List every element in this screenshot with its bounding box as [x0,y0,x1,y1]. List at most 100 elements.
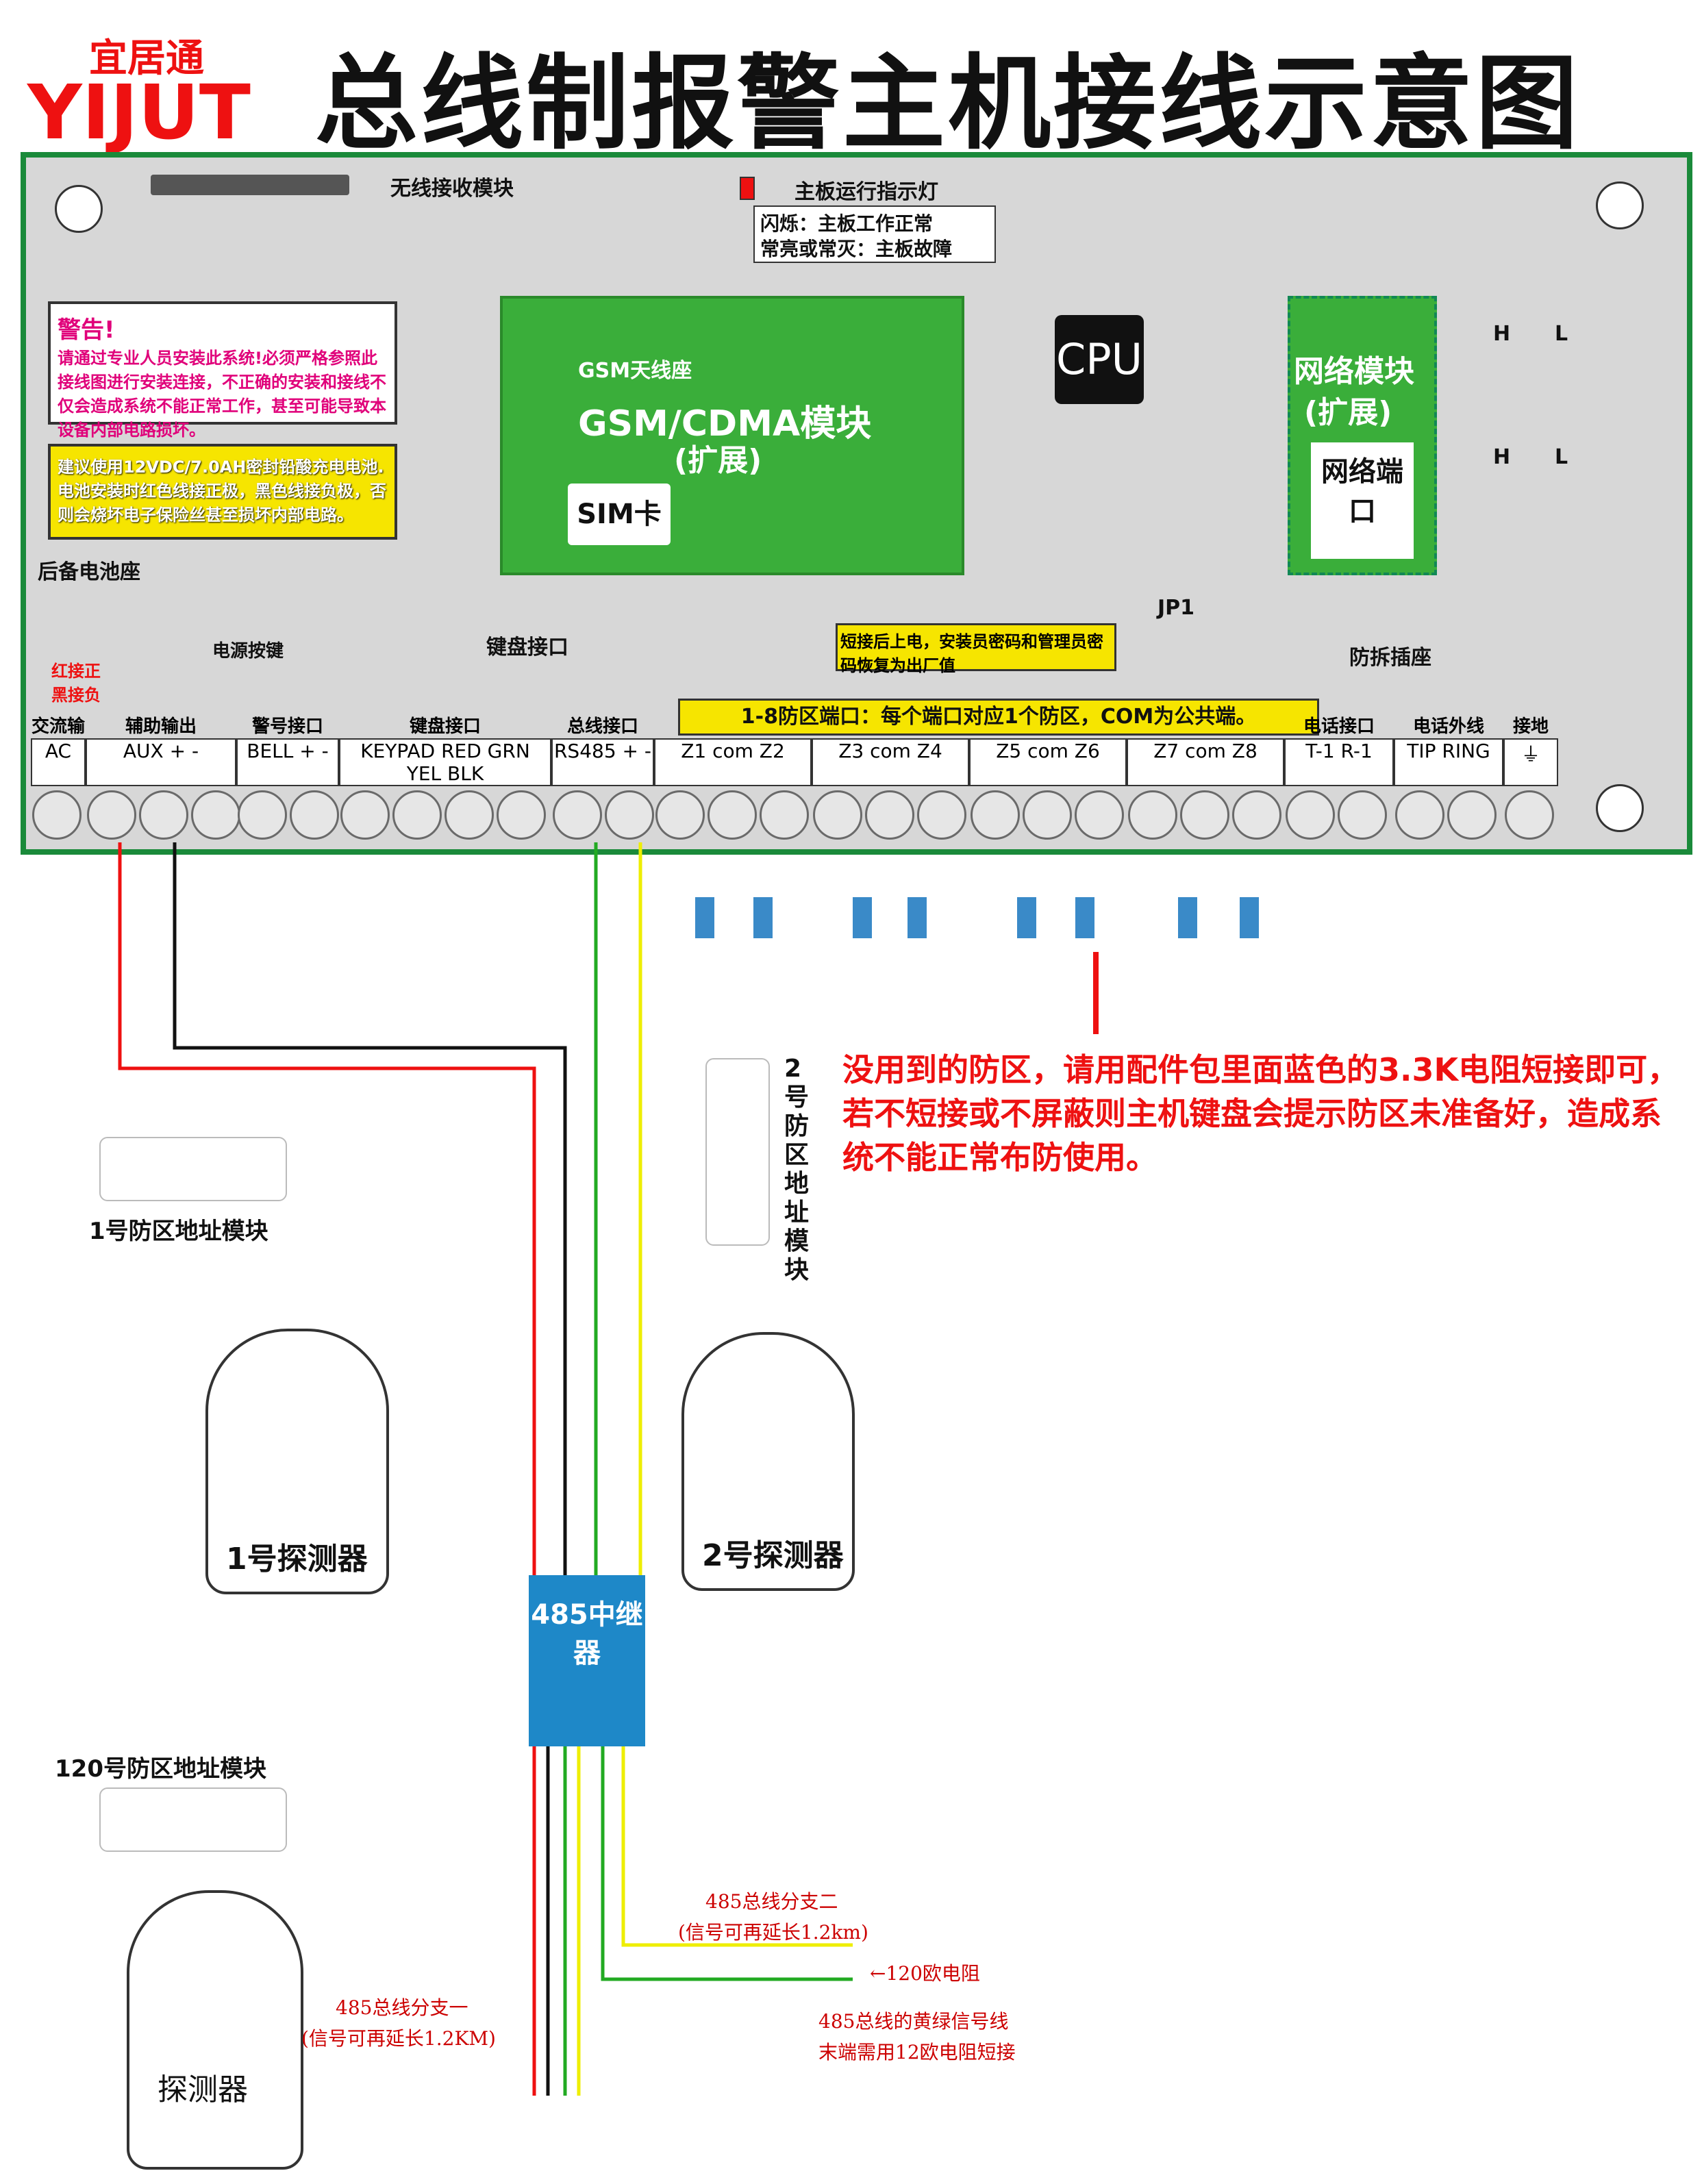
terminal-label-box: T-1 R-1 [1284,738,1394,786]
network-module: 网络模块 (扩展) 网络端口 [1288,296,1437,575]
screw-terminal [238,790,287,840]
terminal-group: Z3 com Z4 [812,712,969,842]
terminal-group-title: 电话接口 [1303,716,1375,737]
rs485-repeater: 485中继器 [529,1575,645,1746]
terminal-label-box: Z1 com Z2 [654,738,812,786]
branch1-label: 485总线分支一 [336,1996,468,2019]
screw-terminal [971,790,1020,840]
branch2-label: 485总线分支二 [705,1890,838,1913]
resistor-3.3k [1075,897,1094,938]
branch2-sub: (信号可再延长1.2km) [678,1921,868,1944]
sim-slot: SIM卡 [568,484,671,545]
network-port: 网络端口 [1311,442,1414,559]
module2-label: 2号防区地址模块 [784,1055,810,1284]
battery-advice: 建议使用12VDC/7.0AH密封铅酸充电电池.电池安装时红色线接正极，黑色线接… [48,444,397,540]
net-module-label: 网络模块 [1294,354,1414,389]
mount-hole [1596,181,1644,229]
terminal-label-box: KEYPAD RED GRN YEL BLK [339,738,551,786]
jp1-label: JP1 [1157,596,1195,620]
terminal-group-title: 接地 [1512,716,1549,737]
screw-terminal [87,790,136,840]
unused-zone-note: 没用到的防区，请用配件包里面蓝色的3.3K电阻短接即可，若不短接或不屏蔽则主机键… [842,1051,1679,1176]
screw-terminal [917,790,966,840]
screw-terminal [445,790,494,840]
terminal-label-box: AC [31,738,86,786]
resistor-3.3k [853,897,872,938]
screw-terminal [1338,790,1387,840]
battery-polarity: 红接正 黑接负 [51,662,101,705]
zone-address-module-2 [705,1058,770,1246]
backup-battery-label: 后备电池座 [38,560,140,584]
cpu-chip: CPU [1055,315,1144,404]
wireless-module-label: 无线接收模块 [390,177,514,201]
aux-minus-wire [173,842,567,1575]
terminal-group: Z7 com Z8 [1127,712,1284,842]
screw-terminal [1075,790,1124,840]
terminal-note-2: 末端需用12欧电阻短接 [818,2041,1016,2063]
screw-terminal [290,790,339,840]
terminal-group: 接地⏚ [1503,712,1558,842]
screw-terminal [760,790,809,840]
gsm-antenna-label: GSM天线座 [578,359,692,383]
led-icon [740,177,755,200]
terminal-group-title: 键盘接口 [409,716,481,737]
warning-box: 警告! 请通过专业人员安装此系统!必须严格参照此接线图进行安装连接，不正确的安装… [48,301,397,440]
wireless-module-icon [151,175,349,195]
screw-terminal [392,790,442,840]
detector3-label: 探测器 [158,2072,248,2107]
logo-en: YIJUT [27,68,251,156]
gsm-module: GSM天线座 GSM/CDMA模块 (扩展) SIM卡 [500,296,964,575]
screw-terminal [708,790,757,840]
module120-label: 120号防区地址模块 [55,1755,266,1783]
screw-terminal [1023,790,1072,840]
zone-port-note: 1-8防区端口：每个端口对应1个防区，COM为公共端。 [678,699,1319,736]
logo-cn: 宜居通 [89,36,204,81]
screw-terminal [865,790,914,840]
resistor-3.3k [1240,897,1259,938]
terminal-label-box: Z3 com Z4 [812,738,969,786]
terminal-label-box: RS485 + - [551,738,654,786]
screw-terminal [813,790,862,840]
resistor-3.3k [908,897,927,938]
terminal-label-box: ⏚ [1503,738,1558,786]
terminal-group: Z1 com Z2 [654,712,812,842]
tamper-label: 防拆插座 [1349,646,1431,670]
mount-hole [55,185,103,233]
screw-terminal [1395,790,1444,840]
zone-address-module-1 [99,1137,287,1201]
terminal-note-1: 485总线的黄绿信号线 [818,2010,1009,2033]
jp1-note: 短接后上电，安装员密码和管理员密码恢复为出厂值 [836,623,1116,675]
resistor-3.3k [695,897,714,938]
jumper-l-label: L [1555,445,1568,469]
jumper-h-label: H [1493,322,1511,346]
resistor-3.3k [753,897,773,938]
detector-2 [681,1332,855,1591]
led-label: 主板运行指示灯 [794,180,938,204]
screw-terminal [1447,790,1497,840]
terminal-label-box: AUX + - [86,738,236,786]
warning-text: 请通过专业人员安装此系统!必须严格参照此接线图进行安装连接，不正确的安装和接线不… [58,349,386,440]
screw-terminal [1286,790,1335,840]
screw-terminal [1180,790,1229,840]
jumper-l-label: L [1555,322,1568,346]
terminal-group-title: 警号接口 [251,716,323,737]
aux-plus-wire [118,842,536,1575]
terminal-label-box: Z5 com Z6 [969,738,1127,786]
page-title: 总线制报警主机接线示意图 [315,45,1581,164]
mount-hole [1596,784,1644,832]
screw-terminal [32,790,82,840]
screw-terminal [1128,790,1177,840]
gsm-extend-label: (扩展) [674,443,762,478]
terminal-label-box: Z7 com Z8 [1127,738,1284,786]
warning-title: 警告! [58,316,115,344]
keypad-port-label: 键盘接口 [486,636,568,660]
screw-terminal [497,790,546,840]
screw-terminal [655,790,705,840]
